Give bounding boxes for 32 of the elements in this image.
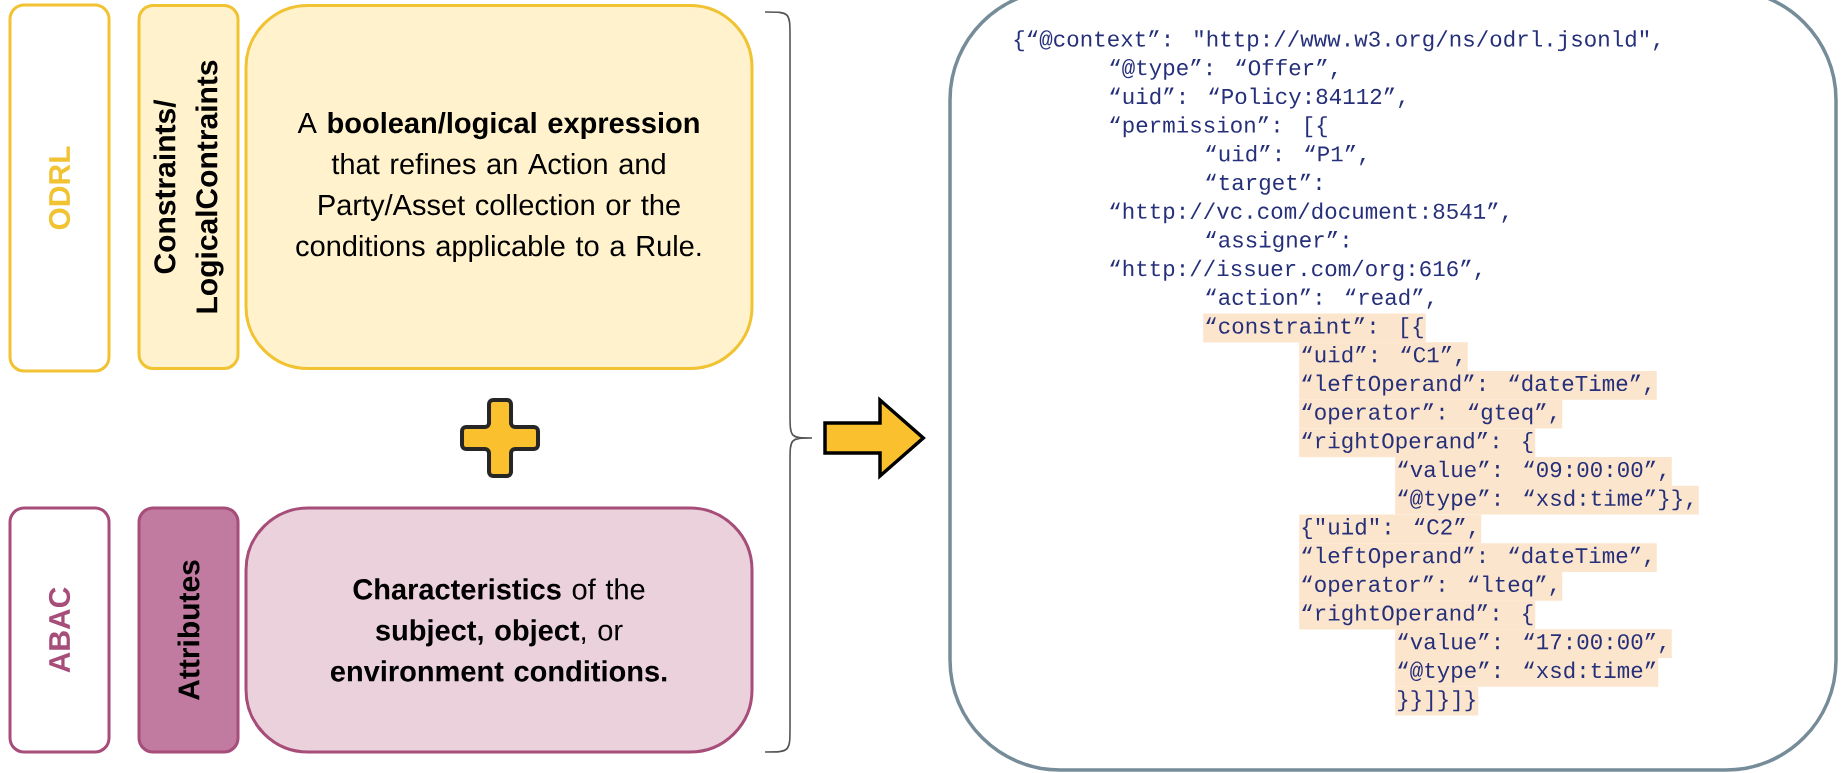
code-line: “@type”: “Offer”, xyxy=(1110,58,1337,80)
code-line: “uid”: “P1”, xyxy=(1206,145,1365,166)
code-line: “http://vc.com/document:8541”, xyxy=(1110,202,1508,224)
code-line: “value”: “09:00:00”, xyxy=(1398,460,1665,481)
code-line: “@type”: “xsd:time” xyxy=(1398,661,1656,683)
code-line: “rightOperand”: { xyxy=(1302,604,1533,626)
code-line: “leftOperand”: “dateTime”, xyxy=(1302,374,1650,396)
code-panel xyxy=(948,0,1838,772)
side-label: ODRL xyxy=(8,3,111,373)
code-line: “uid”: “Policy:84112”, xyxy=(1110,87,1404,109)
code-line: “permission”: [{ xyxy=(1110,116,1327,138)
description-box: A boolean/logical expression that refines an Action and Party/Asset collection or the conditions applicable to a Rule. xyxy=(244,4,754,370)
code-line: “uid”: “C1”, xyxy=(1302,345,1461,367)
code-line: “value”: “17:00:00”, xyxy=(1398,632,1665,654)
code-line: }}]}]} xyxy=(1398,690,1475,712)
side-label: ABAC xyxy=(8,506,111,754)
code-line: “operator”: “gteq”, xyxy=(1302,403,1556,425)
code-line: “leftOperand”: “dateTime”, xyxy=(1302,546,1650,568)
category-box: Attributes xyxy=(137,506,240,754)
block-arrow xyxy=(823,396,926,480)
code-line: {“@context”: "http://www.w3.org/ns/odrl.jsonld", xyxy=(1014,30,1659,52)
code-line: “rightOperand”: { xyxy=(1302,432,1533,453)
code-line: “operator”: “lteq”, xyxy=(1302,575,1556,597)
code-line: “@type”: “xsd:time”}}, xyxy=(1398,489,1692,511)
code-line: {"uid": “C2”, xyxy=(1302,518,1475,540)
code-line: “action”: “read”, xyxy=(1206,288,1433,309)
category-box: Constraints/ LogicalContraints xyxy=(137,4,240,370)
code-line: “target”: xyxy=(1206,173,1321,195)
description-box: Characteristics of the subject, object, or environment conditions. xyxy=(244,506,754,754)
code-line: “assigner”: xyxy=(1206,231,1348,253)
code-line: “http://issuer.com/org:616”, xyxy=(1110,259,1481,281)
code-line: “constraint”: [{ xyxy=(1206,317,1423,339)
